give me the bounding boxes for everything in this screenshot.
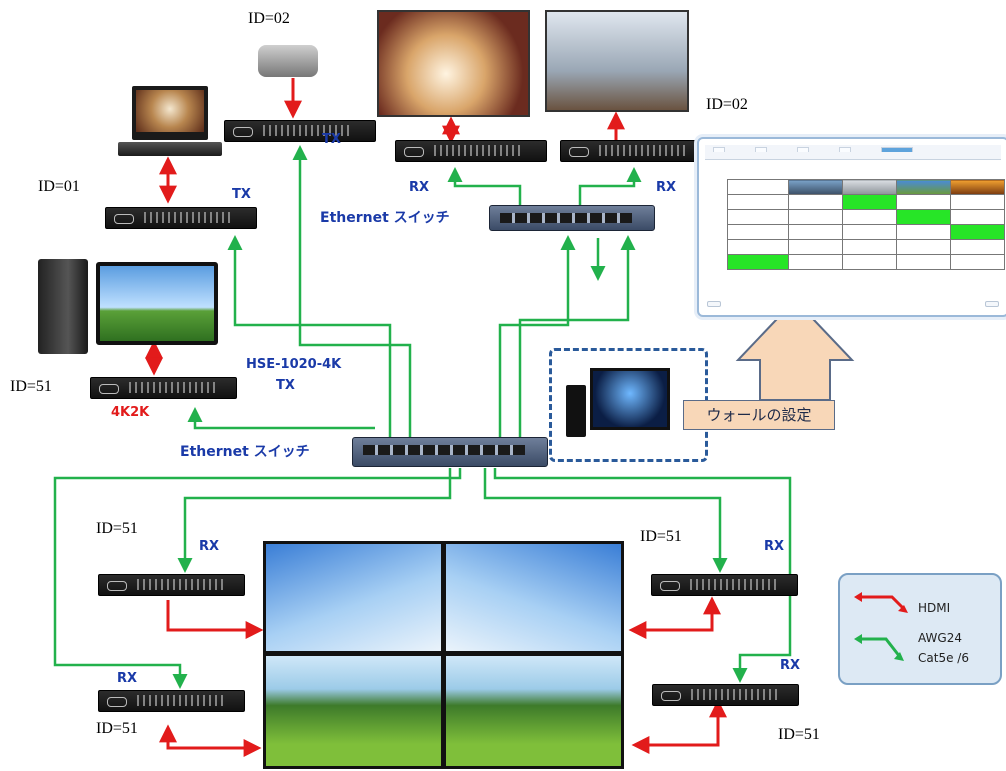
role-wall-tl: RX [199, 539, 220, 554]
rx-device-monitor1 [395, 140, 547, 162]
label-switch-lower: Ethernet スイッチ [180, 444, 310, 460]
tab-4[interactable] [839, 147, 851, 152]
hdmi-legend-arrow-icon [854, 592, 908, 613]
role-wall-br: RX [780, 658, 801, 673]
hdmi-wall-br [631, 699, 727, 754]
id-rx-top-right: ID=02 [706, 96, 748, 113]
tab-1[interactable] [713, 147, 725, 152]
legend-hdmi: HDMI [918, 601, 951, 615]
camcorder-icon [258, 45, 318, 77]
monitor-4k [96, 262, 218, 345]
rx-device-wall-tl [98, 574, 245, 596]
model-tx-4k: HSE-1020-4K [246, 357, 342, 372]
id-wall-tr: ID=51 [640, 528, 682, 545]
role-tx-4k: TX [276, 378, 295, 393]
video-wall [263, 541, 624, 769]
management-monitor [590, 368, 670, 430]
monitor-rx2 [545, 10, 689, 112]
tab-active[interactable] [881, 147, 913, 152]
monitor-tv-left [132, 86, 208, 140]
role-tx-left: TX [232, 187, 251, 202]
label-switch-upper: Ethernet スイッチ [320, 210, 450, 226]
legend-awg-line2: Cat5e /6 [918, 651, 969, 665]
pc-tower-small [566, 385, 586, 437]
link-wall-br [493, 468, 792, 683]
rx-device-wall-tr [651, 574, 798, 596]
link-tx-top [292, 145, 412, 440]
hdmi-wall-tr [628, 596, 721, 639]
link-upper-switch-a [498, 235, 576, 440]
role-wall-bl: RX [117, 671, 138, 686]
id-tx-left: ID=01 [38, 178, 80, 195]
monitor-rx1 [377, 10, 530, 117]
app-tabbar [705, 145, 1001, 160]
role-wall-tr: RX [764, 539, 785, 554]
ethernet-switch-lower [352, 437, 548, 467]
apply-button[interactable] [985, 301, 999, 307]
wall-config-label: ウォールの設定 [683, 400, 835, 430]
link-4k [187, 407, 375, 430]
ethernet-switch-upper [489, 205, 655, 231]
tab-3[interactable] [797, 147, 809, 152]
role-rx-monitor2: RX [656, 180, 677, 195]
link-wall-tr [483, 468, 728, 573]
tab-2[interactable] [755, 147, 767, 152]
id-tx-4k: ID=51 [10, 378, 52, 395]
set-top-box [118, 142, 222, 156]
tx-device-top [224, 120, 376, 142]
link-rx2 [578, 167, 642, 205]
network-legend-arrow-icon [854, 634, 904, 661]
id-tx-top: ID=02 [248, 10, 290, 27]
rx-device-wall-bl [98, 690, 245, 712]
link-wall-bl [53, 468, 462, 689]
tx-device-left [105, 207, 257, 229]
routing-matrix [727, 179, 1005, 270]
refresh-button[interactable] [707, 301, 721, 307]
id-wall-br: ID=51 [778, 726, 820, 743]
role-rx-monitor1: RX [409, 180, 430, 195]
resolution-tx-4k: 4K2K [111, 405, 150, 420]
hdmi-wall-tl [166, 600, 264, 639]
link-rx1 [447, 167, 522, 205]
hdmi-wall-bl [159, 724, 262, 757]
id-wall-bl: ID=51 [96, 720, 138, 737]
legend-awg-line1: AWG24 [918, 631, 962, 645]
id-wall-tl: ID=51 [96, 520, 138, 537]
link-upper-switch-b [518, 235, 636, 440]
rx-device-wall-br [652, 684, 799, 706]
role-tx-top: TX [322, 132, 341, 147]
link-wall-tl [177, 468, 452, 573]
rx-device-monitor2 [560, 140, 712, 162]
link-tx-left [227, 235, 392, 440]
tx-device-4k [90, 377, 237, 399]
pc-tower-icon [38, 259, 88, 354]
config-arrow [735, 298, 855, 401]
matrix-config-window [697, 137, 1006, 317]
legend: HDMI AWG24 Cat5e /6 [838, 573, 1002, 685]
